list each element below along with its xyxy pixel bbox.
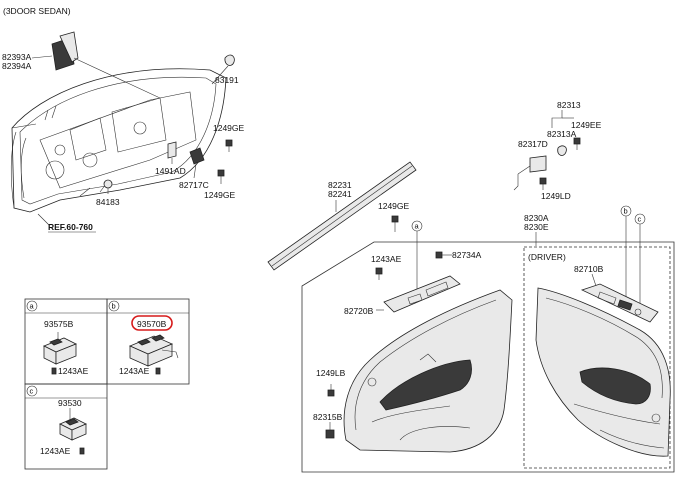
- diagram-header: (3DOOR SEDAN): [3, 6, 71, 16]
- part-83191-clip: [211, 54, 235, 85]
- bolt-1249LB: [327, 384, 335, 397]
- door-weatherstrip: [267, 161, 417, 271]
- label-82231: 82231: [328, 180, 352, 190]
- part-82710B-switch-panel: [580, 273, 659, 323]
- label-84183: 84183: [96, 197, 120, 207]
- label-93575B: 93575B: [44, 319, 74, 329]
- driver-label: (DRIVER): [528, 252, 566, 262]
- label-1249LB: 1249LB: [316, 368, 346, 378]
- door-frame-drawing: [10, 68, 227, 213]
- switch-93575B: [43, 332, 77, 375]
- bolt-1249GE-c: [391, 215, 399, 232]
- bolt-1249GE-a: [225, 139, 233, 152]
- part-82313-group: [551, 110, 581, 156]
- label-1243AE-a: 1243AE: [58, 366, 89, 376]
- label-1249EE: 1249EE: [571, 120, 602, 130]
- part-84183: [103, 179, 113, 194]
- label-82734A: 82734A: [452, 250, 482, 260]
- callout-c-driver: c: [634, 213, 646, 306]
- svg-text:b: b: [112, 302, 116, 311]
- reference-label: REF.60-760: [48, 222, 93, 232]
- label-82241: 82241: [328, 189, 352, 199]
- screw-1243AE-main: [375, 267, 383, 280]
- part-82734A: [435, 251, 452, 259]
- label-1491AD: 1491AD: [155, 166, 186, 176]
- label-1249GE-a: 1249GE: [213, 123, 245, 133]
- label-8230A: 8230A: [524, 213, 549, 223]
- driver-door-trim-panel: [535, 287, 671, 457]
- inset-box-b: [106, 298, 190, 385]
- label-1249GE-c: 1249GE: [378, 201, 410, 211]
- part-82315B: [325, 422, 335, 439]
- callout-a-inset: a: [26, 300, 38, 312]
- bolt-1249LD: [539, 177, 547, 190]
- part-82720B-switch-panel: [376, 275, 461, 313]
- label-1249LD: 1249LD: [541, 191, 571, 201]
- svg-text:b: b: [624, 207, 628, 216]
- svg-text:a: a: [415, 222, 420, 231]
- label-82313: 82313: [557, 100, 581, 110]
- label-93570B: 93570B: [137, 319, 167, 329]
- svg-text:c: c: [638, 215, 642, 224]
- label-82394A: 82394A: [2, 61, 32, 71]
- switch-93570B: [128, 334, 179, 375]
- part-1491AD: [167, 141, 177, 164]
- callout-b-driver: b: [620, 205, 632, 300]
- label-82315B: 82315B: [313, 412, 343, 422]
- inset-box-c: [24, 383, 108, 470]
- label-83191: 83191: [215, 75, 239, 85]
- svg-text:c: c: [30, 387, 34, 396]
- switch-93530: [59, 408, 87, 455]
- callout-c-inset: c: [26, 385, 38, 397]
- label-82393A: 82393A: [2, 52, 32, 62]
- label-93530: 93530: [58, 398, 82, 408]
- driver-variant-box: [523, 246, 671, 469]
- label-1249GE-b: 1249GE: [204, 190, 236, 200]
- door-trim-panel: [343, 289, 513, 453]
- label-82717C: 82717C: [179, 180, 209, 190]
- svg-text:a: a: [30, 302, 35, 311]
- label-1243AE-main: 1243AE: [371, 254, 402, 264]
- label-8230E: 8230E: [524, 222, 549, 232]
- part-82317D: [513, 155, 547, 191]
- label-1243AE-b: 1243AE: [119, 366, 150, 376]
- part-82717C: [189, 147, 205, 179]
- label-82313A: 82313A: [547, 129, 577, 139]
- label-1243AE-c: 1243AE: [40, 446, 71, 456]
- callout-a-main: a: [411, 220, 423, 296]
- part-82393A-block: [51, 31, 161, 99]
- trim-assembly-outline: [301, 241, 675, 473]
- highlight-93570B: [131, 315, 173, 331]
- label-82317D: 82317D: [518, 139, 548, 149]
- callout-b-inset: b: [108, 300, 120, 312]
- label-82720B: 82720B: [344, 306, 374, 316]
- label-82710B: 82710B: [574, 264, 604, 274]
- bolt-1249GE-b: [217, 169, 225, 184]
